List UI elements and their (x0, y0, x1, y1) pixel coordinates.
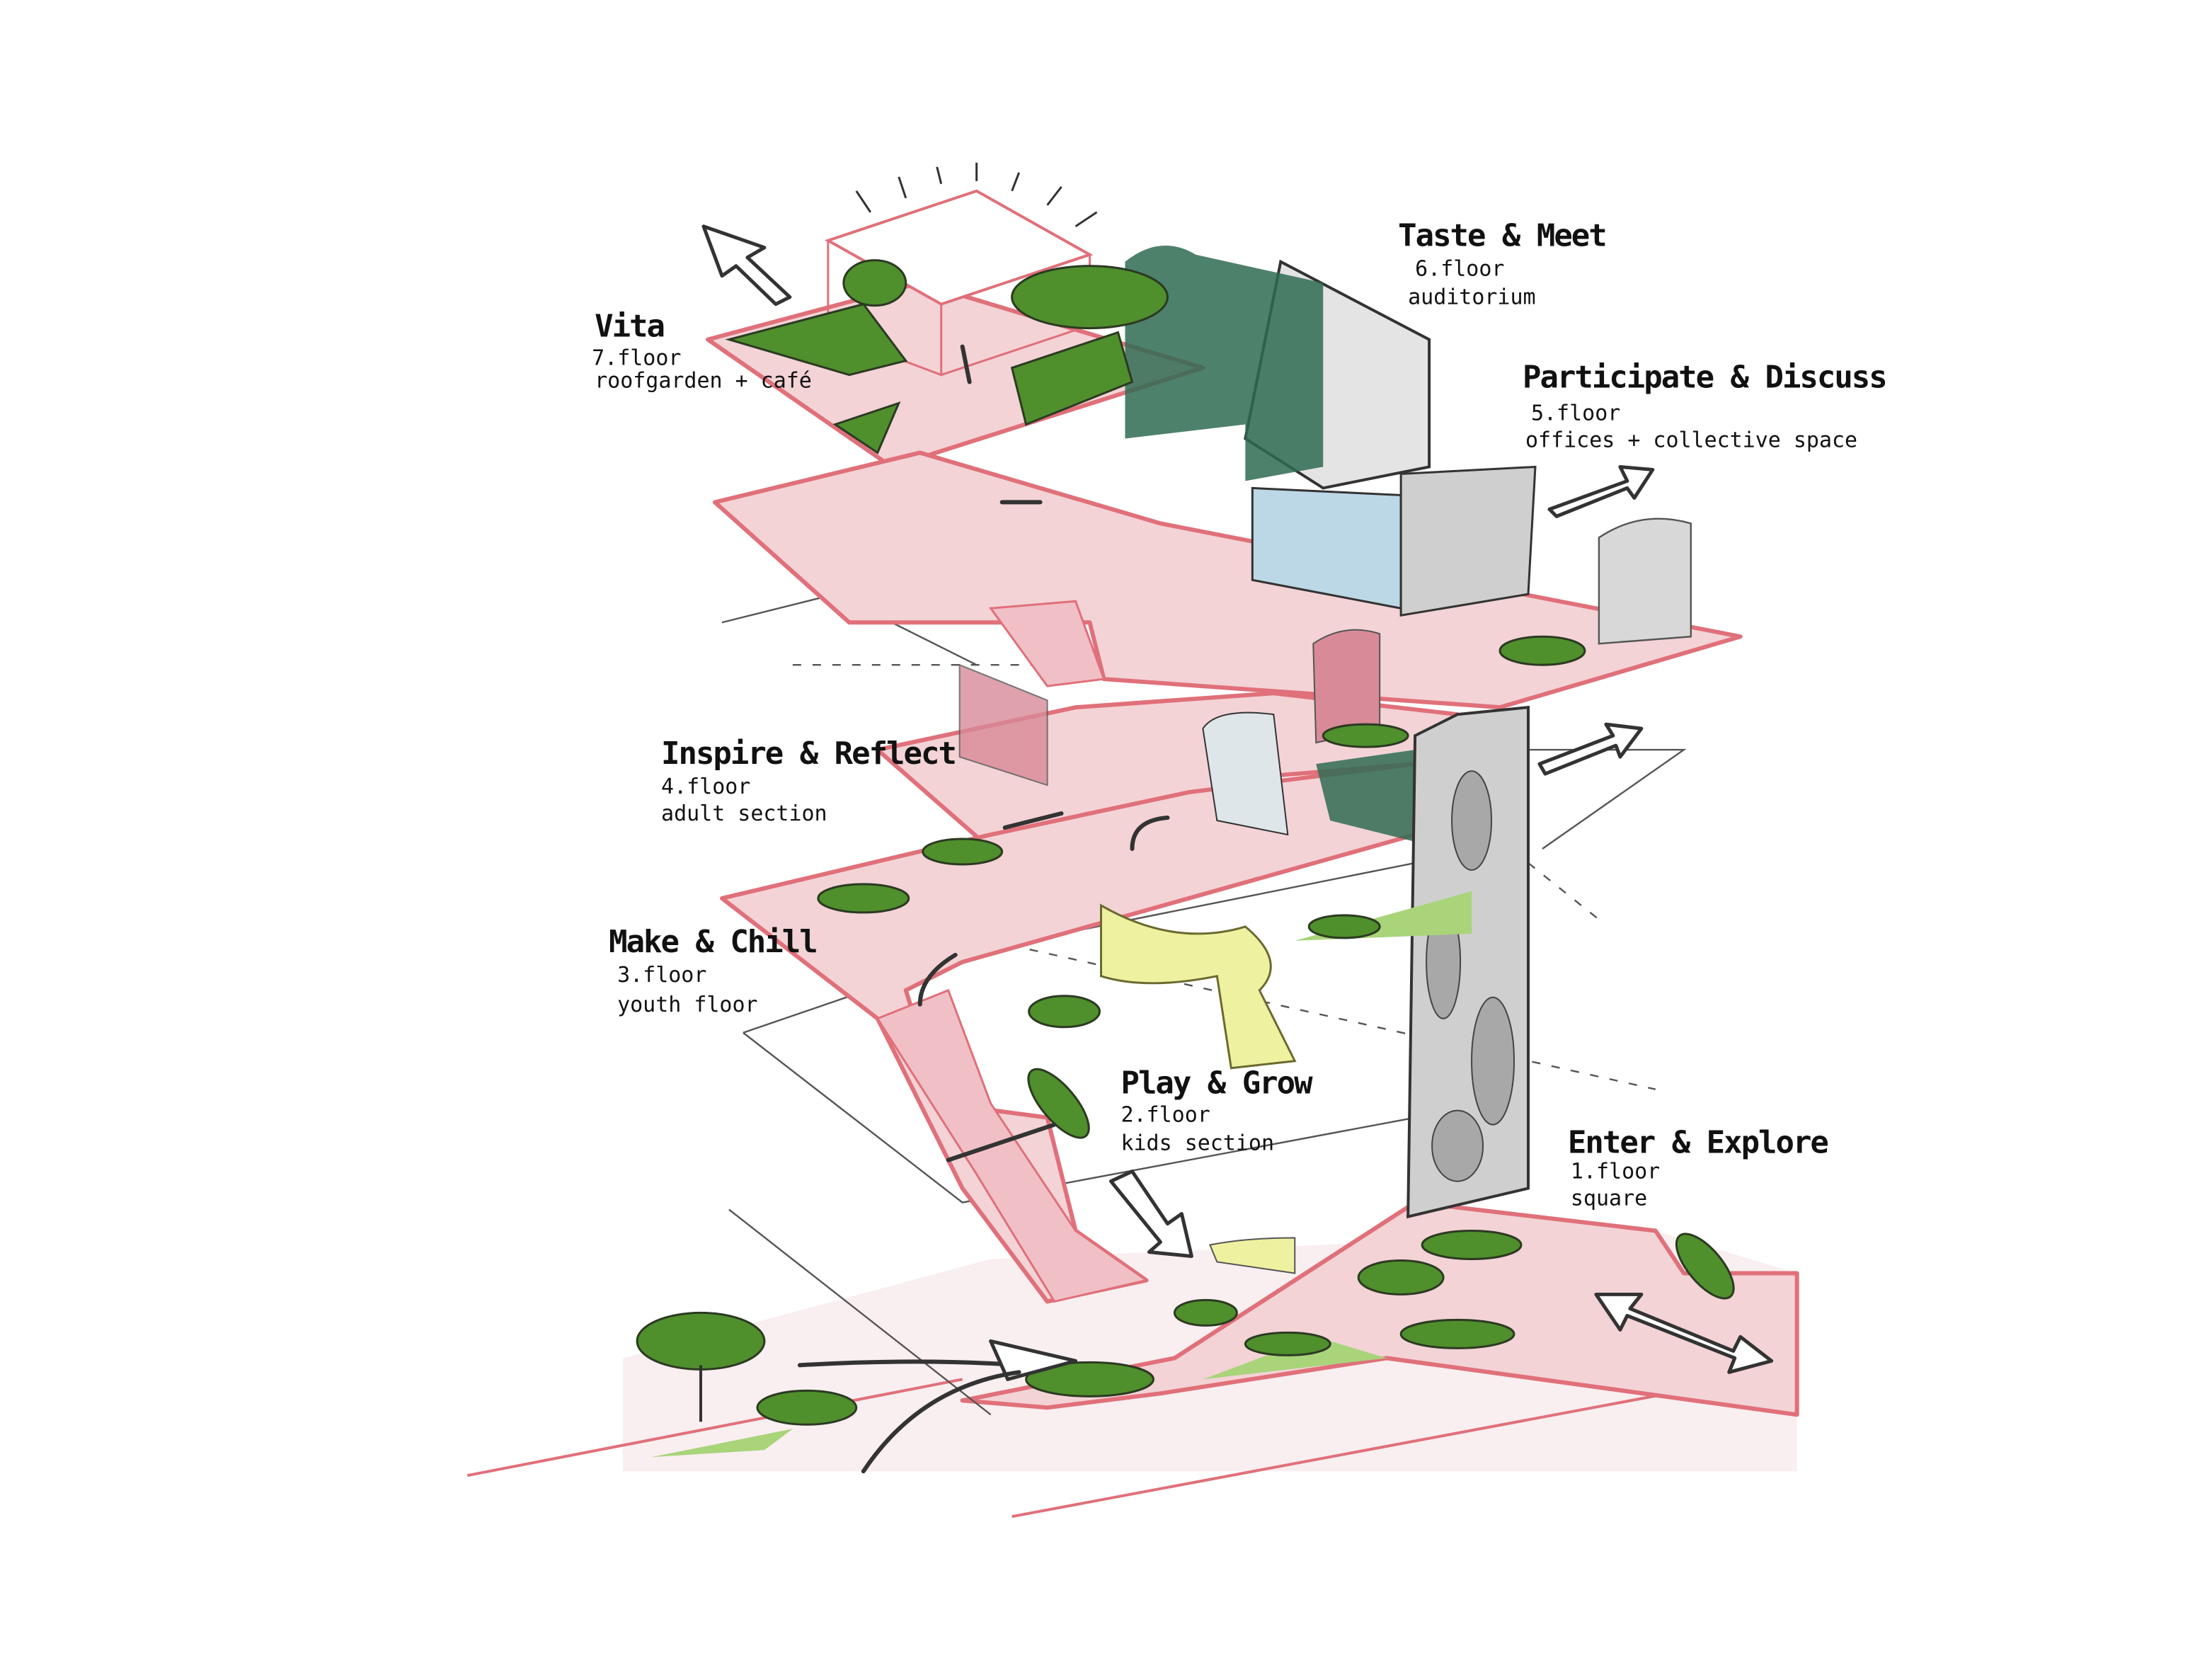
floor-name: Enter & Explore (1568, 1125, 1828, 1161)
label-floor-1: Enter & Explore 1.floor square (1568, 1125, 1829, 1211)
staircase (876, 988, 1150, 1303)
floor-description: adult section (661, 801, 827, 826)
pink-curtain (958, 663, 1048, 787)
floor-name: Participate & Discuss (1523, 360, 1886, 396)
floor-number: 1.floor (1571, 1160, 1660, 1184)
ground-plane (466, 1200, 1799, 1519)
circulation-arrows (701, 224, 1774, 1474)
participate-volume (1251, 465, 1692, 645)
floor-name: Make & Chill (609, 924, 817, 960)
green-curtain (1125, 245, 1324, 481)
floor-number: 3.floor (617, 963, 706, 988)
floor-number: 5.floor (1531, 401, 1620, 425)
floor-name: Taste & Meet (1398, 218, 1606, 254)
floor-description: square (1571, 1187, 1647, 1211)
floor-name: Play & Grow (1121, 1065, 1313, 1102)
arrow-right-icon (1547, 464, 1655, 518)
label-floor-6: Taste & Meet 6.floor auditorium (1398, 218, 1608, 310)
label-floor-2: Play & Grow 2.floor kids section (1121, 1065, 1314, 1156)
floor-5-plate (712, 450, 1743, 710)
label-floor-4: Inspire & Reflect 4.floor adult section (661, 736, 957, 826)
grey-curtain (1598, 518, 1692, 645)
floor-name: Inspire & Reflect (661, 736, 956, 772)
double-arrow-icon (1594, 1292, 1774, 1374)
climbing-tower (1406, 705, 1530, 1219)
floor-description: kids section (1121, 1131, 1274, 1156)
floor-description: offices + collective space (1525, 428, 1857, 452)
label-floor-3: Make & Chill 3.floor youth floor (609, 924, 818, 1017)
floor-description: youth floor (617, 993, 757, 1017)
floor-description: roofgarden + café (595, 369, 812, 394)
floor-number: 2.floor (1121, 1103, 1210, 1128)
sun-rays-icon (855, 162, 1098, 227)
yellow-play-wall (1100, 903, 1297, 1070)
floor-description: auditorium (1408, 285, 1535, 310)
staircase-upper (988, 600, 1106, 687)
arrow-down-right-icon (1108, 1170, 1193, 1258)
floor-number: 4.floor (661, 774, 750, 799)
floor-1-plate (960, 1200, 1799, 1417)
floor-number: 7.floor (592, 346, 681, 371)
auditorium-volume (1125, 245, 1431, 490)
pink-curtain (1312, 629, 1381, 744)
arrow-right-icon (1537, 722, 1644, 776)
round-wall (1202, 711, 1289, 836)
floor-labels: Vita 7.floor roofgarden + café Taste & M… (592, 218, 1888, 1211)
reception-desk (1208, 1237, 1296, 1274)
arrow-up-left-icon (701, 224, 792, 307)
floor-name: Vita (595, 309, 664, 345)
label-floor-5: Participate & Discuss 5.floor offices + … (1523, 360, 1888, 453)
green-curtain (1316, 750, 1416, 842)
entry-arrow (797, 1359, 1021, 1368)
tree-canopy (636, 1311, 766, 1371)
greenery (636, 259, 1735, 1458)
floor-number: 6.floor (1415, 257, 1504, 282)
label-floor-7: Vita 7.floor roofgarden + café (592, 309, 812, 394)
arrow-right-icon (989, 1339, 1078, 1381)
